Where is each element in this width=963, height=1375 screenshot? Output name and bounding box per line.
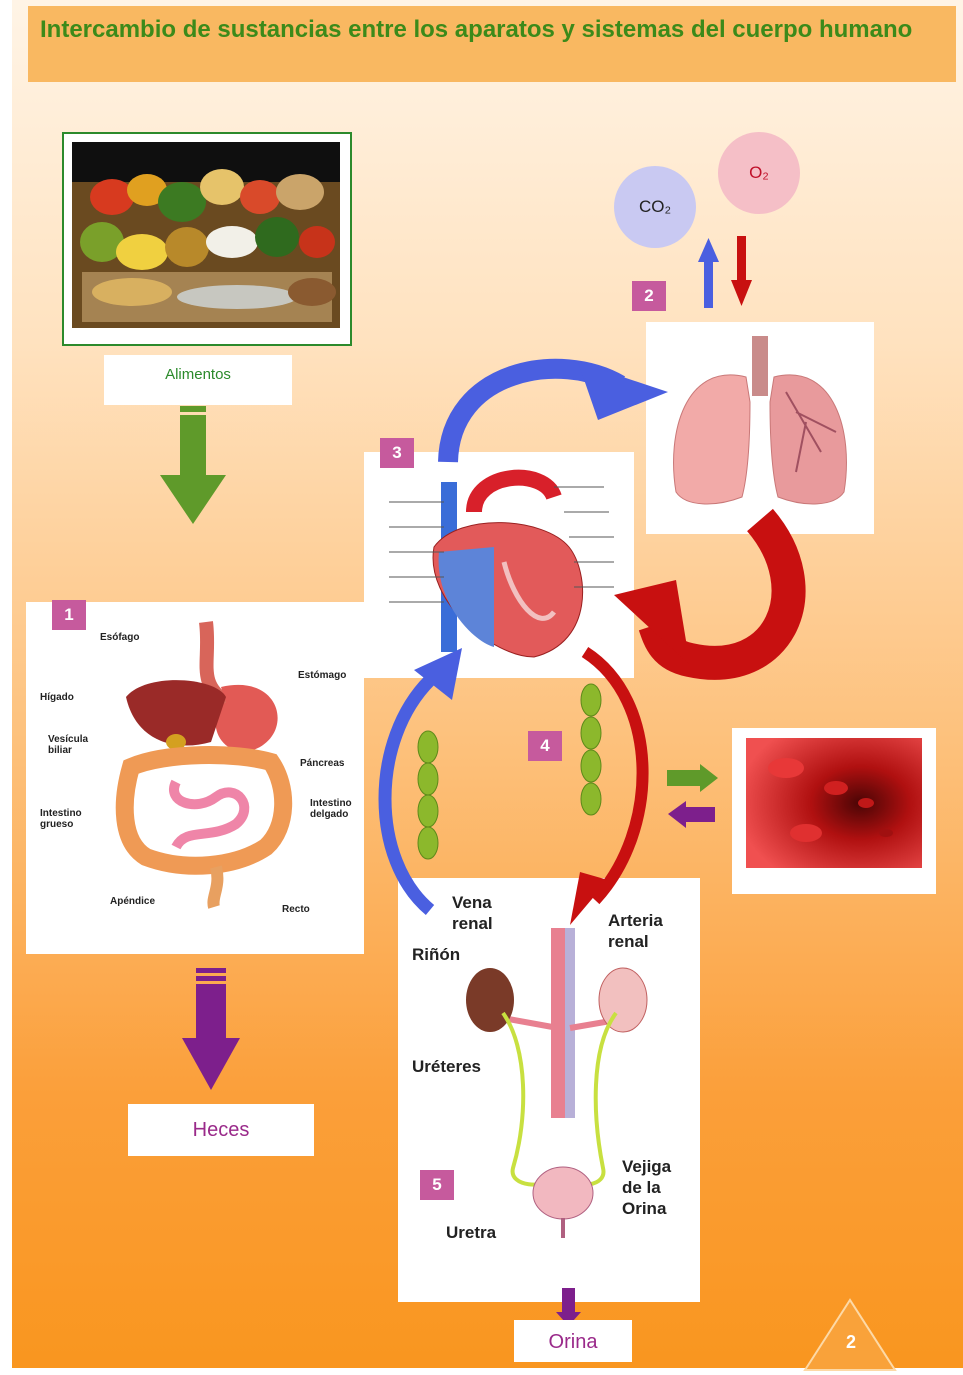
blue-arrow-kidney-to-heart xyxy=(385,680,430,910)
blue-arrowhead-lungs xyxy=(578,362,668,420)
orina-label: Orina xyxy=(514,1320,632,1362)
co2-up-arrow xyxy=(698,238,719,308)
step-badge-4: 4 xyxy=(528,731,562,761)
green-right-arrow xyxy=(667,764,718,792)
capillary-right xyxy=(581,684,601,815)
step-badge-3: 3 xyxy=(380,438,414,468)
step-badge-1: 1 xyxy=(52,600,86,630)
step-badge-5: 5 xyxy=(420,1170,454,1200)
capillary-left xyxy=(418,731,438,859)
o2-down-arrow xyxy=(731,236,752,306)
heces-label: Heces xyxy=(128,1104,314,1156)
purple-left-arrow xyxy=(668,801,715,828)
step-badge-2: 2 xyxy=(632,281,666,311)
green-down-arrow xyxy=(160,406,226,524)
purple-down-arrow xyxy=(182,968,240,1090)
page-number: 2 xyxy=(840,1332,862,1353)
